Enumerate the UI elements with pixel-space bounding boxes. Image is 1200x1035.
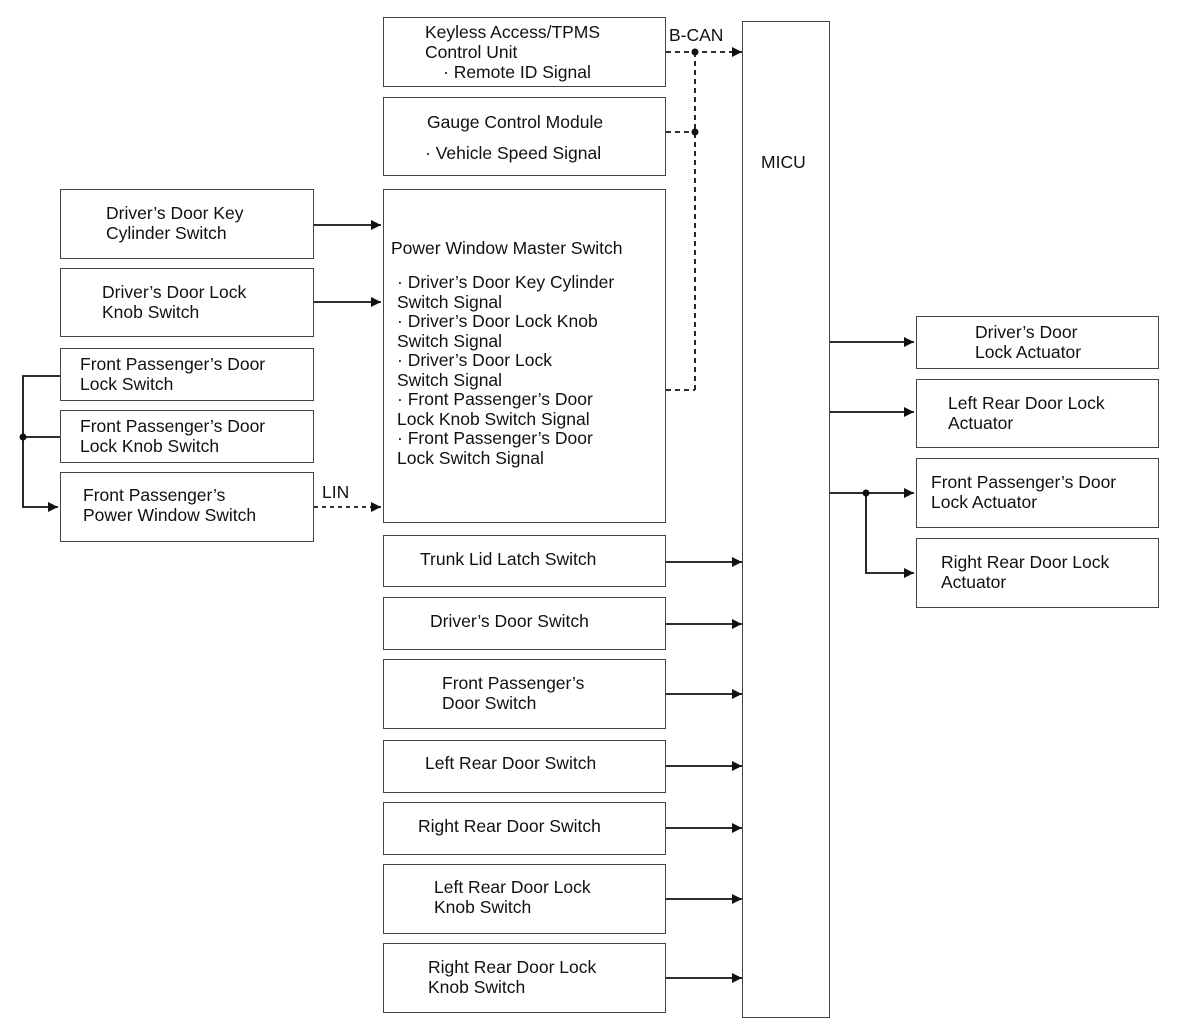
box-label: Right Rear Door Lock Knob Switch — [428, 957, 597, 997]
bcan-label: B-CAN — [669, 25, 724, 45]
front-passenger-door-lock-switch: Front Passenger’s Door Lock Switch — [60, 348, 314, 401]
box-label: Front Passenger’s Door Lock Switch — [80, 354, 266, 394]
box-label: Left Rear Door Lock Actuator — [948, 393, 1105, 433]
drivers-door-lock-knob-switch: Driver’s Door Lock Knob Switch — [60, 268, 314, 337]
right-rear-door-lock-knob-switch: Right Rear Door Lock Knob Switch — [383, 943, 666, 1013]
box-label: Driver’s Door Switch — [430, 611, 589, 631]
keyless-access-tpms-control-unit: Keyless Access/TPMS Control Unit · Remot… — [383, 17, 666, 87]
box-label: Front Passenger’s Door Switch — [442, 673, 585, 713]
trunk-lid-latch-switch: Trunk Lid Latch Switch — [383, 535, 666, 587]
box-label: Front Passenger’s Power Window Switch — [83, 485, 257, 525]
fp-bracket — [22, 375, 61, 512]
rr-act-arrow — [865, 493, 914, 578]
drivers-door-switch: Driver’s Door Switch — [383, 597, 666, 650]
lin-label: LIN — [322, 482, 350, 502]
box-label: Right Rear Door Lock Actuator — [941, 552, 1110, 592]
box-label: Left Rear Door Switch — [425, 753, 597, 773]
module-signal: · Vehicle Speed Signal — [425, 143, 602, 163]
left-rear-door-lock-actuator: Left Rear Door Lock Actuator — [916, 379, 1159, 448]
box-label: Driver’s Door Lock Knob Switch — [102, 282, 247, 322]
box-label: Driver’s Door Key Cylinder Switch — [106, 203, 244, 243]
box-label: Right Rear Door Switch — [418, 816, 601, 836]
left-rear-door-lock-knob-switch: Left Rear Door Lock Knob Switch — [383, 864, 666, 934]
front-passenger-power-window-switch: Front Passenger’s Power Window Switch — [60, 472, 314, 542]
module-title: Gauge Control Module — [427, 112, 604, 132]
gauge-control-module: Gauge Control Module · Vehicle Speed Sig… — [383, 97, 666, 176]
box-label: Driver’s Door Lock Actuator — [975, 322, 1082, 362]
power-window-master-switch: Power Window Master Switch · Driver’s Do… — [383, 189, 666, 523]
box-label: Left Rear Door Lock Knob Switch — [434, 877, 591, 917]
front-passenger-door-lock-knob-switch: Front Passenger’s Door Lock Knob Switch — [60, 410, 314, 463]
box-label: Trunk Lid Latch Switch — [420, 549, 597, 569]
module-title: Keyless Access/TPMS Control Unit — [425, 22, 601, 62]
micu-unit: MICU — [742, 21, 830, 1018]
right-rear-door-switch: Right Rear Door Switch — [383, 802, 666, 855]
drivers-door-key-cylinder-switch: Driver’s Door Key Cylinder Switch — [60, 189, 314, 259]
junction-dots — [19, 48, 870, 497]
module-title: Power Window Master Switch — [391, 238, 623, 258]
front-passenger-door-switch: Front Passenger’s Door Switch — [383, 659, 666, 729]
left-rear-door-switch: Left Rear Door Switch — [383, 740, 666, 793]
box-label: Front Passenger’s Door Lock Actuator — [931, 472, 1117, 512]
front-passenger-door-lock-actuator: Front Passenger’s Door Lock Actuator — [916, 458, 1159, 528]
drivers-door-lock-actuator: Driver’s Door Lock Actuator — [916, 316, 1159, 369]
micu-label: MICU — [761, 152, 806, 172]
module-signals: · Driver’s Door Key Cylinder Switch Sign… — [397, 272, 615, 468]
module-signal: · Remote ID Signal — [443, 62, 591, 82]
right-rear-door-lock-actuator: Right Rear Door Lock Actuator — [916, 538, 1159, 608]
bcan-bus — [666, 47, 742, 391]
box-label: Front Passenger’s Door Lock Knob Switch — [80, 416, 266, 456]
